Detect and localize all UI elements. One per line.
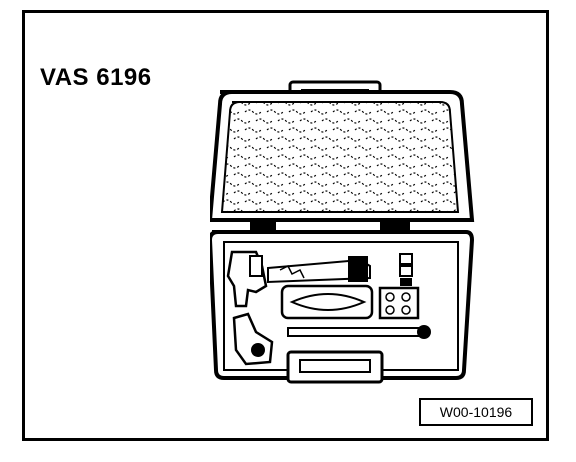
adapter-tool	[226, 250, 268, 308]
base-handle	[286, 350, 384, 384]
pipe-tray	[280, 284, 374, 320]
rod-tool	[287, 325, 431, 339]
clamp-tool	[232, 312, 274, 366]
hinge-right	[380, 222, 410, 232]
tool-case-icon	[210, 80, 475, 384]
case-lid	[210, 90, 475, 222]
tool-title: VAS 6196	[40, 64, 152, 91]
small-parts	[399, 253, 413, 286]
socket-insert	[378, 286, 420, 320]
spindle-tool	[267, 256, 371, 284]
reference-code: W00-10196	[419, 398, 533, 426]
hinge-left	[250, 222, 276, 232]
